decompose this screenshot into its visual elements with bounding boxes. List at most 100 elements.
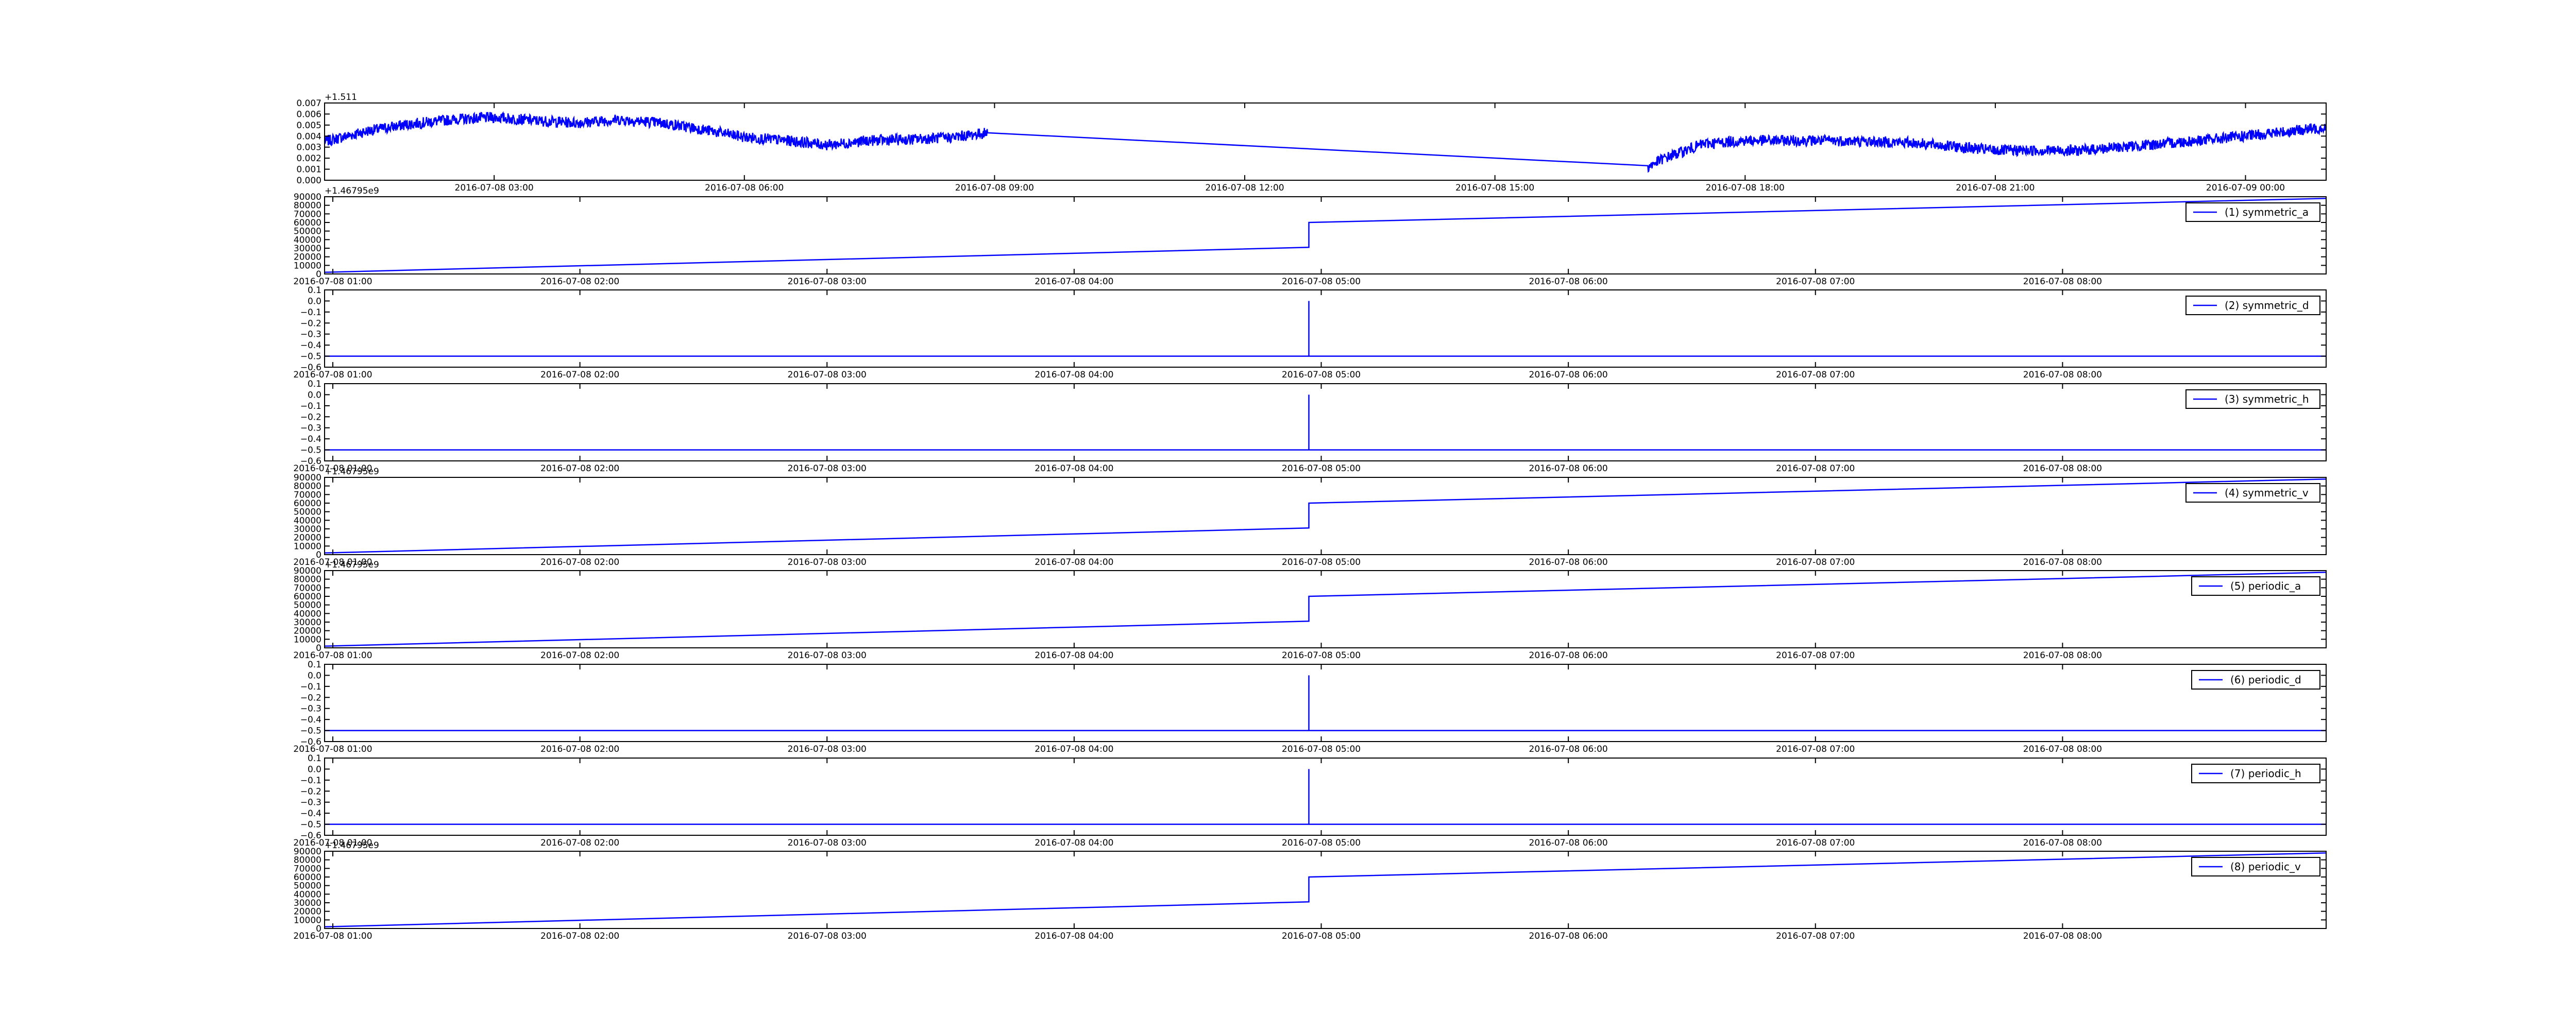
legend: (3) symmetric_h	[2185, 389, 2320, 409]
y-tick-label: 30000	[294, 524, 321, 535]
legend: (5) periodic_a	[2191, 576, 2320, 596]
y-tick-label: 70000	[294, 209, 321, 219]
x-tick-label: 2016-07-08 04:00	[1035, 931, 1113, 941]
axis-offset-label: +1.511	[325, 92, 357, 102]
x-tick-label: 2016-07-08 05:00	[1282, 557, 1361, 567]
x-tick-label: 2016-07-08 02:00	[540, 744, 619, 754]
series-line-8	[325, 769, 2326, 825]
x-tick-label: 2016-07-08 03:00	[788, 277, 867, 287]
x-tick-label: 2016-07-08 05:00	[1282, 838, 1361, 848]
axis-offset-label: +1.46795e9	[325, 840, 379, 851]
x-tick-label: 2016-07-08 01:00	[293, 838, 372, 848]
series-line-4	[325, 394, 2326, 451]
y-tick-label: −0.3	[300, 423, 321, 434]
x-tick-label: 2016-07-08 06:00	[1529, 838, 1608, 848]
x-tick-label: 2016-07-08 18:00	[1706, 183, 1785, 193]
x-tick-label: 2016-07-08 06:00	[1529, 744, 1608, 754]
x-tick-label: 2016-07-08 01:00	[293, 931, 372, 941]
x-tick-label: 2016-07-08 01:00	[293, 463, 372, 474]
y-tick-label: 10000	[294, 541, 321, 552]
y-tick-label: 0.004	[296, 131, 321, 142]
y-tick-label: 50000	[294, 507, 321, 518]
y-tick-label: 0.0	[308, 764, 321, 775]
x-tick-label: 2016-07-08 08:00	[2023, 744, 2102, 754]
y-tick-label: −0.6	[300, 363, 321, 373]
x-tick-label: 2016-07-08 04:00	[1035, 463, 1113, 474]
y-tick-label: −0.5	[300, 726, 321, 736]
x-tick-label: 2016-07-08 03:00	[788, 838, 867, 848]
x-tick-label: 2016-07-08 06:00	[1529, 463, 1608, 474]
y-tick-label: −0.1	[300, 307, 321, 318]
y-tick-label: 50000	[294, 227, 321, 237]
axes-frame	[324, 383, 2327, 461]
y-tick-label: 30000	[294, 898, 321, 908]
y-tick-label: 90000	[294, 192, 321, 202]
axes-frame	[324, 289, 2327, 368]
y-tick-label: −0.2	[300, 318, 321, 329]
x-tick-label: 2016-07-08 07:00	[1776, 931, 1855, 941]
y-tick-label: 0.000	[296, 176, 321, 186]
x-tick-label: 2016-07-08 03:00	[788, 744, 867, 754]
legend: (6) periodic_d	[2191, 670, 2320, 690]
x-tick-label: 2016-07-08 06:00	[1529, 650, 1608, 661]
y-tick-label: 0.0	[308, 296, 321, 306]
y-tick-label: −0.2	[300, 412, 321, 422]
x-tick-label: 2016-07-08 06:00	[1529, 370, 1608, 380]
y-tick-label: 90000	[294, 473, 321, 483]
x-tick-label: 2016-07-08 08:00	[2023, 463, 2102, 474]
legend: (7) periodic_h	[2191, 764, 2320, 783]
x-tick-label: 2016-07-08 06:00	[1529, 931, 1608, 941]
legend-label: (3) symmetric_h	[2225, 393, 2309, 405]
panel-6: 0100002000030000400005000060000700008000…	[293, 560, 2327, 661]
y-tick-label: 10000	[294, 915, 321, 925]
y-tick-label: −0.1	[300, 776, 321, 786]
x-tick-label: 2016-07-08 02:00	[540, 277, 619, 287]
panel-7: −0.6−0.5−0.4−0.3−0.2−0.10.00.12016-07-08…	[293, 660, 2327, 754]
legend: (8) periodic_v	[2191, 857, 2320, 876]
panel-8: −0.6−0.5−0.4−0.3−0.2−0.10.00.12016-07-08…	[293, 753, 2327, 848]
y-tick-label: 80000	[294, 481, 321, 492]
series-line-2	[324, 198, 2327, 273]
x-tick-label: 2016-07-08 08:00	[2023, 277, 2102, 287]
x-tick-label: 2016-07-08 05:00	[1282, 370, 1361, 380]
x-tick-label: 2016-07-08 08:00	[2023, 931, 2102, 941]
x-tick-label: 2016-07-08 01:00	[293, 557, 372, 567]
y-tick-label: 40000	[294, 235, 321, 245]
y-tick-label: 0.006	[296, 109, 321, 119]
y-tick-label: 0.001	[296, 165, 321, 175]
x-tick-label: 2016-07-08 05:00	[1282, 650, 1361, 661]
x-tick-label: 2016-07-08 02:00	[540, 650, 619, 661]
y-tick-label: −0.1	[300, 401, 321, 411]
y-tick-label: 0	[316, 550, 321, 560]
x-tick-label: 2016-07-08 07:00	[1776, 650, 1855, 661]
x-tick-label: 2016-07-08 04:00	[1035, 557, 1113, 567]
series-line-5	[324, 478, 2327, 554]
y-tick-label: 10000	[294, 261, 321, 271]
x-tick-label: 2016-07-08 02:00	[540, 838, 619, 848]
legend-label: (5) periodic_a	[2230, 580, 2301, 592]
x-tick-label: 2016-07-08 06:00	[705, 183, 784, 193]
x-tick-label: 2016-07-08 05:00	[1282, 744, 1361, 754]
y-tick-label: 10000	[294, 634, 321, 645]
y-tick-label: −0.4	[300, 340, 321, 351]
y-tick-label: 0	[316, 643, 321, 653]
y-tick-label: 60000	[294, 592, 321, 602]
x-tick-label: 2016-07-09 00:00	[2206, 183, 2285, 193]
x-tick-label: 2016-07-08 01:00	[293, 277, 372, 287]
y-tick-label: −0.5	[300, 445, 321, 456]
axis-offset-label: +1.46795e9	[325, 560, 379, 570]
x-tick-label: 2016-07-08 04:00	[1035, 650, 1113, 661]
y-tick-label: 0.0	[308, 670, 321, 681]
axis-offset-label: +1.46795e9	[325, 186, 379, 196]
x-tick-label: 2016-07-08 07:00	[1776, 370, 1855, 380]
y-tick-label: −0.5	[300, 820, 321, 830]
y-tick-label: −0.3	[300, 798, 321, 808]
panel-3: −0.6−0.5−0.4−0.3−0.2−0.10.00.12016-07-08…	[293, 285, 2327, 380]
series-line-3	[325, 301, 2326, 357]
x-tick-label: 2016-07-08 01:00	[293, 370, 372, 380]
x-tick-label: 2016-07-08 08:00	[2023, 557, 2102, 567]
y-tick-label: 70000	[294, 490, 321, 500]
x-tick-label: 2016-07-08 03:00	[788, 557, 867, 567]
y-tick-label: 20000	[294, 907, 321, 917]
